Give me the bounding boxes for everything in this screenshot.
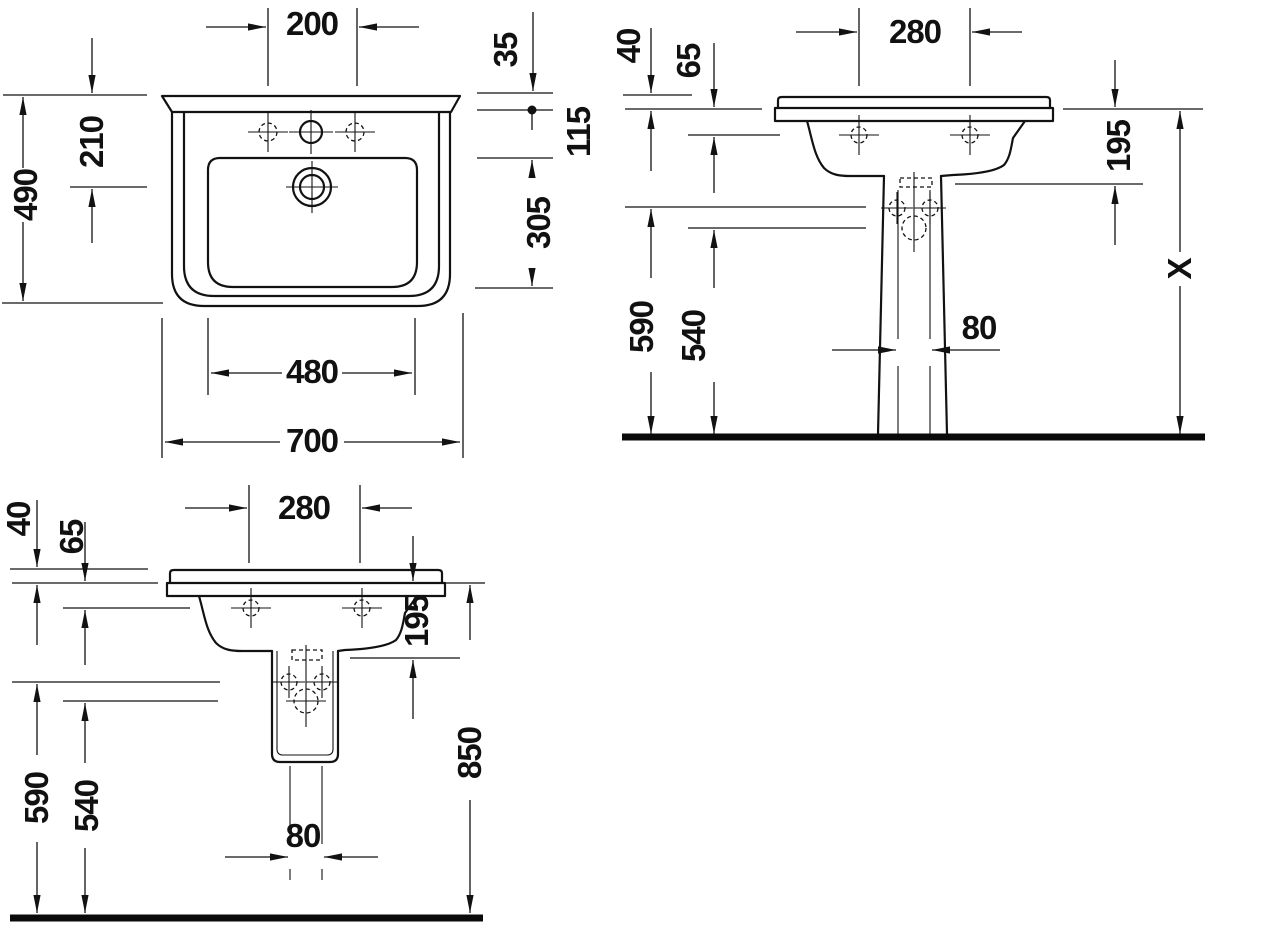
dim-label-drain-height: 540: [675, 310, 712, 362]
dim-label-tap-setback-2: 280: [278, 489, 330, 526]
fixing-slot: [899, 177, 933, 188]
dim-label-body-depth-2: 195: [398, 594, 435, 647]
basin-side-outline: [773, 95, 1055, 178]
dim-label-body-depth: 195: [1100, 119, 1137, 172]
side-pedestal-dimensions: 280 40 65 590 540 195: [610, 8, 1203, 434]
dim-label-bolt-height: 590: [623, 301, 660, 353]
dim-label-outlet-width: 80: [962, 309, 997, 346]
dim-label-bowl-height: 305: [520, 196, 557, 249]
dim-label-rim-height: 35: [487, 32, 524, 67]
front-view: 200 35 115 305 490 210: [2, 5, 597, 459]
dim-label-tap-setback: 280: [889, 13, 941, 50]
dim-label-install-height-x: X: [1161, 258, 1198, 280]
drain-hole-front: [286, 161, 338, 213]
dim-label-overall-width: 700: [286, 422, 338, 459]
tap-holes-front: [248, 110, 375, 154]
dim-label-top-to-drain: 210: [73, 116, 110, 168]
side-view-semipedestal: 280 40 65 590 540 195: [0, 485, 488, 922]
tap-holes-side: [839, 115, 990, 155]
dim-label-tap-spacing: 200: [286, 5, 338, 42]
dim-label-drain-height-2: 540: [68, 780, 105, 832]
dim-label-bolt-height-2: 590: [18, 772, 55, 824]
dim-label-outlet-width-2: 80: [286, 817, 321, 854]
side-view-pedestal: 280 40 65 590 540 195: [610, 8, 1205, 441]
front-dimensions: 200 35 115 305 490 210: [2, 5, 597, 459]
pedestal: [876, 172, 949, 436]
semi-pedestal: [270, 645, 340, 880]
dim-label-bowl-width: 480: [286, 353, 338, 390]
dim-label-tap-axis: 65: [670, 43, 707, 78]
tap-holes-side-2: [231, 588, 382, 628]
dim-label-tap-axis-2: 65: [53, 519, 90, 554]
basin-side-outline-2: [165, 568, 447, 653]
basin-front-outline: [160, 94, 462, 308]
fixing-slot-2: [291, 649, 323, 661]
dim-label-install-height-2: 850: [451, 727, 488, 779]
dim-label-rim-edge: 40: [610, 29, 647, 64]
dim-label-rim-edge-2: 40: [0, 502, 37, 537]
dim-label-overall-height: 490: [7, 169, 44, 221]
side-semipedestal-dimensions: 280 40 65 590 540 195: [0, 485, 488, 913]
dim-label-rim-to-bowl-top: 115: [560, 106, 597, 157]
